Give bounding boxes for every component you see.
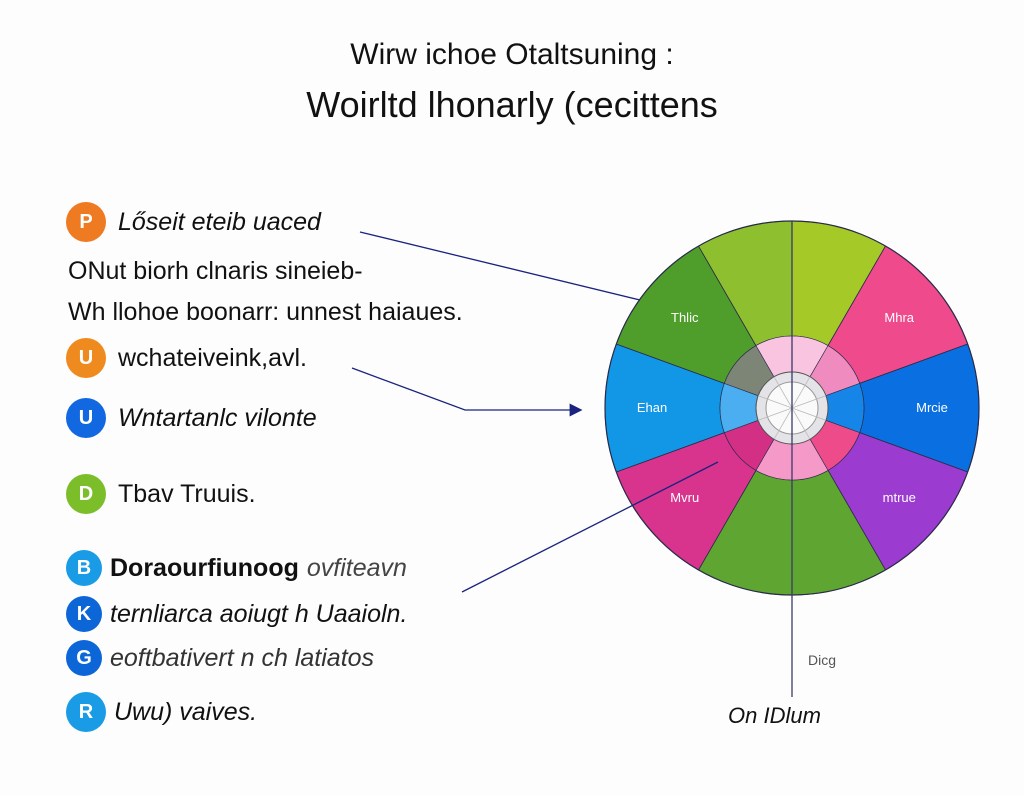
caption-small: Dicg: [808, 652, 837, 668]
list-item-text: Wntartanlc vilonte: [118, 403, 317, 432]
badge-icon: P: [66, 202, 106, 242]
list-item-text: ternliarca aoiugt h Uaaioln.: [110, 599, 408, 628]
badge-icon: K: [66, 596, 102, 632]
badge-icon: G: [66, 640, 102, 676]
hub-spoke: [758, 395, 793, 409]
connector-line: [461, 461, 719, 593]
connector-line: [359, 231, 641, 301]
list-item: U wchateiveink,avl.: [66, 338, 307, 378]
title-line-1: Wirw ichoe Otaltsuning :: [350, 38, 674, 71]
list-text: Wh llohoe boonarr: unnest haiaues.: [68, 298, 463, 326]
list-item: R Uwu) vaives.: [66, 692, 257, 732]
hub-spoke: [758, 407, 793, 421]
segment-label: mtrue: [883, 490, 916, 505]
hub-spoke: [773, 407, 793, 440]
segment-label: Thlic: [671, 310, 699, 325]
list-item-text: eoftbativert n ch latiatos: [110, 643, 375, 672]
hub-spoke: [773, 376, 793, 409]
badge-icon: R: [66, 692, 106, 732]
segment-label: Ehan: [637, 400, 667, 415]
list-item-text: Tbav Truuis.: [118, 479, 256, 508]
hub-spoke: [791, 376, 811, 409]
badge-icon: D: [66, 474, 106, 514]
caption: On IDlum: [728, 703, 821, 728]
badge-icon: U: [66, 338, 106, 378]
list-item-text: Lősеit eteib uaced: [118, 207, 321, 236]
hub-spoke: [791, 395, 826, 409]
list-item-text: wchateiveink,avl.: [118, 343, 307, 372]
segment-label: Mvru: [670, 490, 699, 505]
list-item: U Wntartanlc vilonte: [66, 398, 317, 438]
badge-icon: U: [66, 398, 106, 438]
hub-spoke: [791, 407, 811, 440]
list-item-text: Uwu) vaives.: [114, 697, 258, 726]
connector-arrow: [351, 367, 583, 417]
list-item: D Tbav Truuis.: [66, 474, 256, 514]
list-item: B Doraourfiunoog ovfiteavn: [66, 550, 407, 586]
segment-label: Mhra: [884, 310, 914, 325]
badge-icon: B: [66, 550, 102, 586]
list-item-text-2: ovfiteavn: [306, 553, 407, 582]
list-item: G eoftbativert n ch latiatos: [66, 640, 374, 676]
list-item: K ternliarca aoiugt h Uaaioln.: [66, 596, 407, 632]
hub-spoke: [791, 407, 826, 421]
segment-label: Mrcie: [916, 400, 948, 415]
list-item-text: Doraourfiunoog: [110, 553, 299, 582]
list-item: P Lősеit eteib uaced: [66, 202, 321, 242]
list-text: ONut biorh clnaris sineieb-: [68, 257, 363, 285]
title-line-2: Woirltd lhonarly (cecittens: [306, 84, 718, 125]
